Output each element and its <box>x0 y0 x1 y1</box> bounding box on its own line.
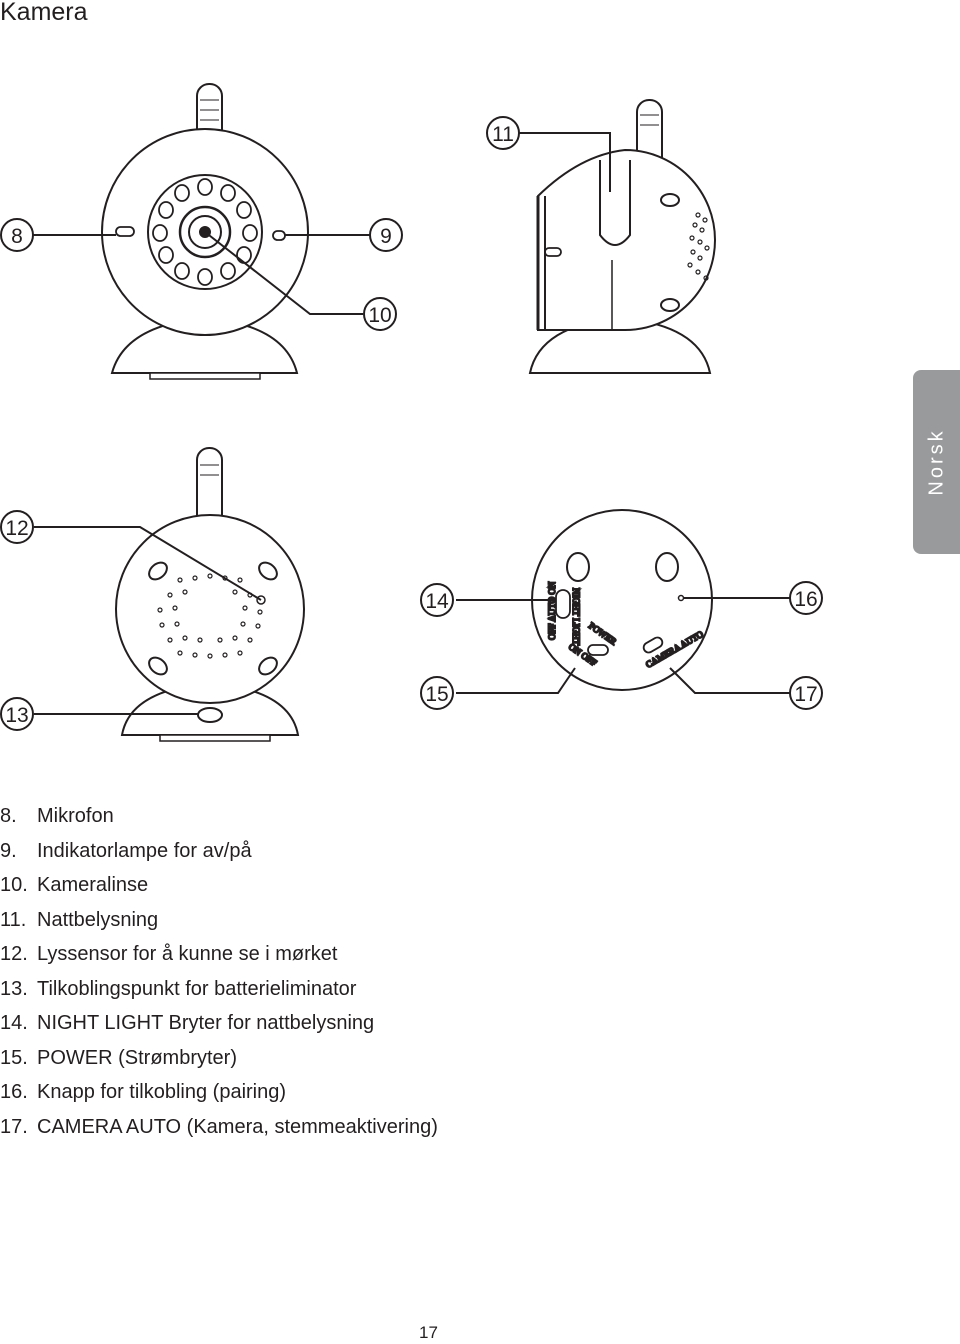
camera-bottom-view: OFF AUTO ON NIGHT LIGHT POWER ON OFF CAM… <box>531 509 713 691</box>
svg-text:11: 11 <box>492 123 514 146</box>
svg-text:12: 12 <box>5 517 28 540</box>
callout-17: 17 <box>789 676 823 710</box>
legend-item: 8.Mikrofon <box>0 805 114 827</box>
callouts: 8 9 10 11 12 13 14 15 16 17 <box>0 116 823 731</box>
svg-text:16: 16 <box>794 588 817 611</box>
nightlight-label: NIGHT LIGHT <box>571 588 581 646</box>
svg-text:9: 9 <box>380 225 392 248</box>
callout-12: 12 <box>0 510 34 544</box>
callout-11: 11 <box>486 116 520 150</box>
legend-item: 9.Indikatorlampe for av/på <box>0 839 252 862</box>
callout-14: 14 <box>420 583 454 617</box>
svg-text:13: 13 <box>5 704 28 727</box>
camera-front-view <box>101 83 309 380</box>
camera-side-view <box>528 99 716 374</box>
legend-item: 10.Kameralinse <box>0 874 149 896</box>
language-tab: Norsk <box>913 370 960 554</box>
svg-text:10: 10 <box>368 304 391 327</box>
callout-10: 10 <box>363 297 397 331</box>
leader-lines <box>32 132 790 715</box>
legend-item: 12.Lyssensor for å kunne se i mørket <box>0 943 338 965</box>
callout-13: 13 <box>0 697 34 731</box>
callout-16: 16 <box>789 581 823 615</box>
page-title: Kamera <box>0 0 88 26</box>
svg-text:14: 14 <box>425 590 449 613</box>
legend-item: 14.NIGHT LIGHT Bryter for nattbelysning <box>0 1012 375 1034</box>
legend-item: 16.Knapp for tilkobling (pairing) <box>0 1081 287 1103</box>
svg-text:8: 8 <box>11 225 23 248</box>
camera-back-view <box>115 447 305 742</box>
callout-9: 9 <box>369 218 403 252</box>
legend-item: 15.POWER (Strømbryter) <box>0 1046 237 1069</box>
parts-legend: 8.Mikrofon 9.Indikatorlampe for av/på 10… <box>0 800 438 1145</box>
callout-15: 15 <box>420 676 454 710</box>
legend-item: 11.Nattbelysning <box>0 908 159 931</box>
svg-text:17: 17 <box>794 683 817 706</box>
callout-8: 8 <box>0 218 34 252</box>
legend-item: 17.CAMERA AUTO (Kamera, stemmeaktivering… <box>0 1115 438 1138</box>
svg-text:15: 15 <box>425 683 448 706</box>
nightlight-positions-label: OFF AUTO ON <box>547 581 557 640</box>
legend-item: 13.Tilkoblingspunkt for batterieliminato… <box>0 977 357 1000</box>
page-number: 17 <box>419 1323 438 1342</box>
camera-diagram: OFF AUTO ON NIGHT LIGHT POWER ON OFF CAM… <box>0 83 823 742</box>
